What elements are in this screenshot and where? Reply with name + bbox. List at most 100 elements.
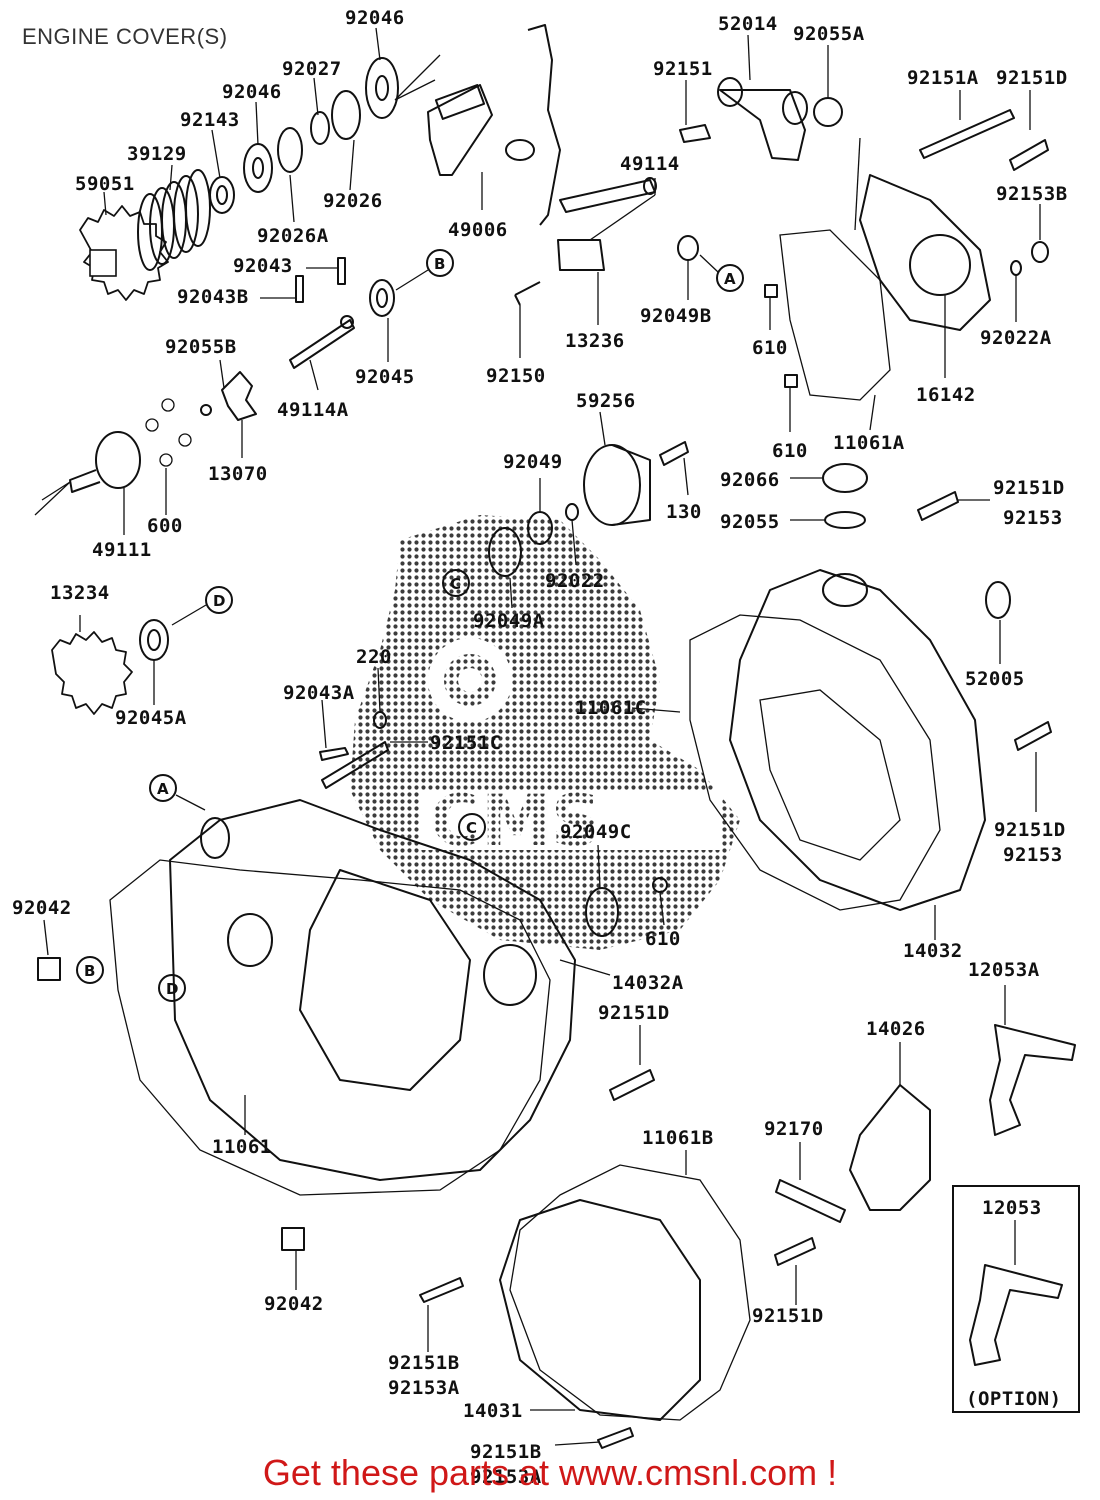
svg-text:A: A [157, 780, 169, 798]
label-12053-option: 12053 [982, 1197, 1042, 1219]
label-92151c: 92151C [430, 732, 502, 754]
svg-text:D: D [213, 592, 225, 610]
label-92049a: 92049A [473, 610, 545, 632]
left-gear-parts [51, 619, 389, 789]
label-16142: 16142 [916, 384, 976, 406]
label-12053a: 12053A [968, 959, 1040, 981]
label-92042-b: 92042 [264, 1293, 324, 1315]
marker-c-mid: C [442, 569, 470, 597]
label-92043: 92043 [233, 255, 293, 277]
clutch-cover [652, 569, 1052, 911]
marker-a-top: A [716, 264, 744, 292]
label-39129: 39129 [127, 143, 187, 165]
page-title: ENGINE COVER(S) [22, 24, 228, 49]
label-92043a: 92043A [283, 682, 355, 704]
label-92045a: 92045A [115, 707, 187, 729]
reference-markers: B A C D A C B D [76, 249, 744, 1002]
kickstarter-stack [79, 54, 441, 301]
marker-a-left: A [149, 774, 177, 802]
label-92143: 92143 [180, 109, 240, 131]
option-label: (OPTION) [966, 1388, 1062, 1410]
label-92151d-d: 92151D [598, 1002, 670, 1024]
label-92151b-b: 92151B [470, 1441, 542, 1463]
guard-and-bracket [774, 1024, 1076, 1366]
label-92049: 92049 [503, 451, 563, 473]
leader-lines [43, 27, 1041, 1446]
marker-d-top: D [205, 586, 233, 614]
svg-text:D: D [166, 980, 178, 998]
label-92046-a: 92046 [345, 7, 405, 29]
watermark-text: CMS [430, 780, 601, 862]
label-92022: 92022 [545, 570, 605, 592]
label-92153b: 92153B [996, 183, 1068, 205]
label-11061a: 11061A [833, 432, 905, 454]
label-13070: 13070 [208, 463, 268, 485]
label-92042-a: 92042 [12, 897, 72, 919]
svg-text:A: A [724, 270, 736, 288]
svg-text:C: C [450, 575, 461, 593]
label-11061c: 11061C [575, 697, 647, 719]
label-92026a: 92026A [257, 225, 329, 247]
lever-and-cover-parts [427, 24, 1049, 577]
label-92055: 92055 [720, 511, 780, 533]
label-92153a-b: 92153A [470, 1466, 542, 1488]
label-610-c: 610 [645, 928, 681, 950]
label-92066: 92066 [720, 469, 780, 491]
crankcase-cover [37, 799, 655, 1251]
option-box [952, 1185, 1080, 1413]
label-49006: 49006 [448, 219, 508, 241]
pump-shaft-parts [34, 257, 395, 516]
label-49114: 49114 [620, 153, 680, 175]
label-92170: 92170 [764, 1118, 824, 1140]
label-49111: 49111 [92, 539, 152, 561]
label-600: 600 [147, 515, 183, 537]
label-92153-b: 92153 [1003, 844, 1063, 866]
label-92151: 92151 [653, 58, 713, 80]
label-92153-a: 92153 [1003, 507, 1063, 529]
label-59051: 59051 [75, 173, 135, 195]
promo-link-text[interactable]: Get these parts at www.cmsnl.com ! [262, 1452, 838, 1493]
label-92049b: 92049B [640, 305, 712, 327]
label-14032a: 14032A [612, 972, 684, 994]
label-130: 130 [666, 501, 702, 523]
magneto-cover [419, 1164, 751, 1449]
label-92151d-e: 92151D [752, 1305, 824, 1327]
label-92153a-a: 92153A [388, 1377, 460, 1399]
label-92045: 92045 [355, 366, 415, 388]
marker-c-case: C [458, 813, 486, 841]
label-11061: 11061 [212, 1136, 272, 1158]
label-92027: 92027 [282, 58, 342, 80]
label-610-a: 610 [752, 337, 788, 359]
label-92055a: 92055A [793, 23, 865, 45]
label-92151d-a: 92151D [996, 67, 1068, 89]
marker-b-top: B [426, 249, 454, 277]
label-220: 220 [356, 646, 392, 668]
label-59256: 59256 [576, 390, 636, 412]
label-92049c: 92049C [560, 821, 632, 843]
label-92151d-c: 92151D [994, 819, 1066, 841]
part-labels: 92046 92027 92046 92143 39129 59051 9202… [12, 7, 1068, 1488]
label-92151a: 92151A [907, 67, 979, 89]
label-92043b: 92043B [177, 286, 249, 308]
label-52014: 52014 [718, 13, 778, 35]
label-92151b-a: 92151B [388, 1352, 460, 1374]
label-49114a: 49114A [277, 399, 349, 421]
label-92151d-b: 92151D [993, 477, 1065, 499]
label-92055b: 92055B [165, 336, 237, 358]
label-13236: 13236 [565, 330, 625, 352]
label-11061b: 11061B [642, 1127, 714, 1149]
label-14031: 14031 [463, 1400, 523, 1422]
marker-d-left: D [158, 974, 186, 1002]
marker-b-left: B [76, 956, 104, 984]
watermark-logo-icon: CMS [350, 515, 740, 950]
svg-text:B: B [434, 255, 445, 273]
label-92026: 92026 [323, 190, 383, 212]
svg-text:B: B [84, 962, 95, 980]
label-52005: 52005 [965, 668, 1025, 690]
label-14026: 14026 [866, 1018, 926, 1040]
label-92022a: 92022A [980, 327, 1052, 349]
svg-text:C: C [466, 819, 477, 837]
label-13234: 13234 [50, 582, 110, 604]
label-14032: 14032 [903, 940, 963, 962]
